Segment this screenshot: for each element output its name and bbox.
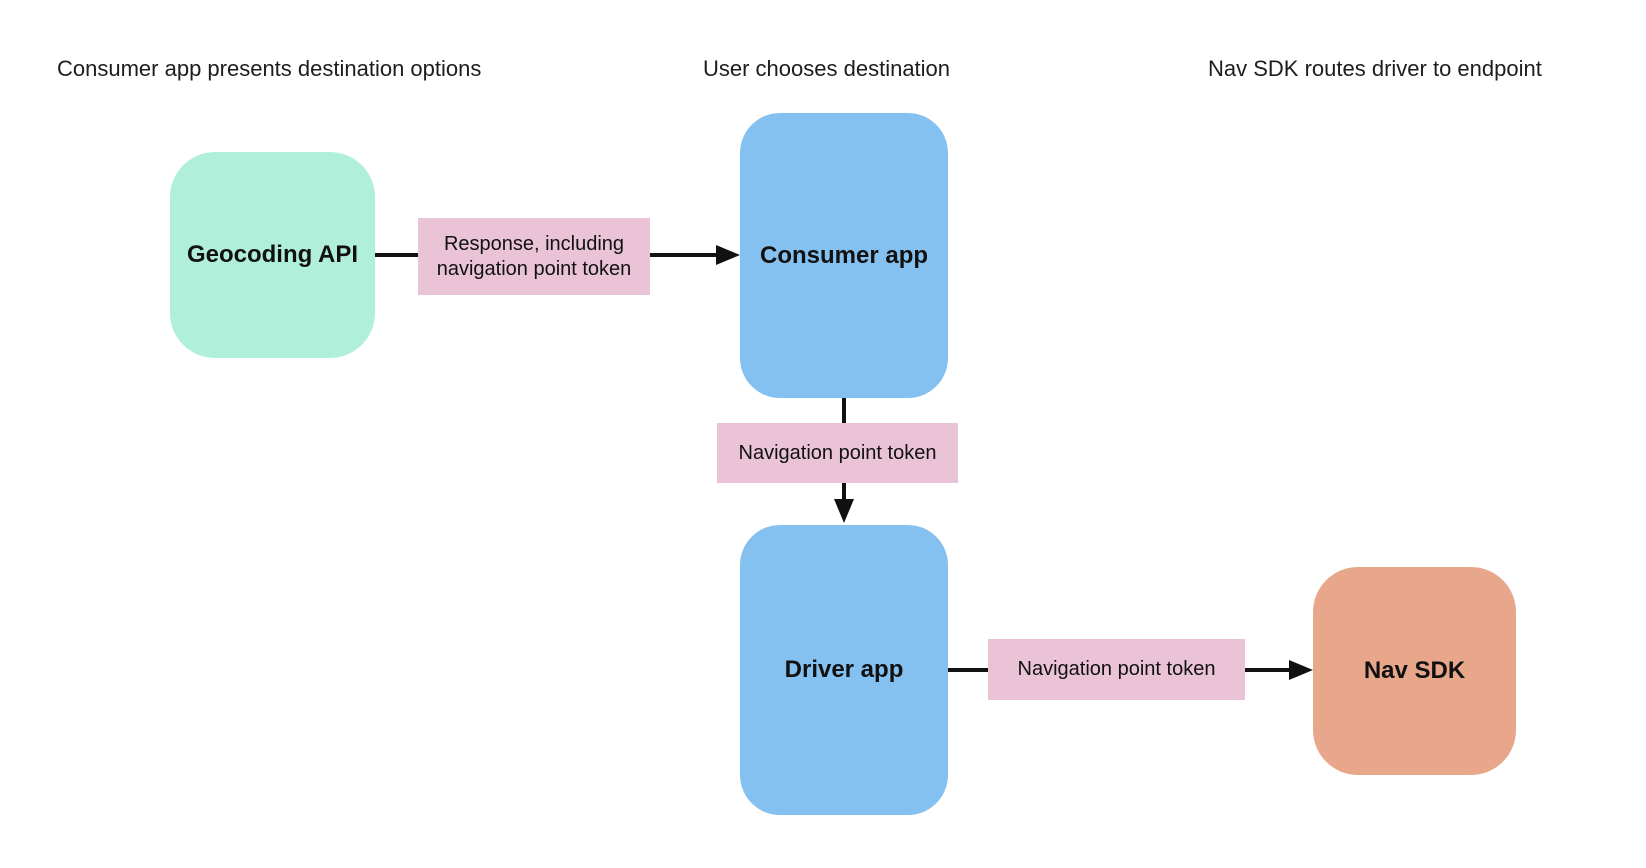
arrowhead-into-consumer-app [716, 245, 740, 265]
arrowhead-into-nav-sdk [1289, 660, 1313, 680]
node-driver-app-label: Driver app [784, 656, 904, 683]
phase-heading-consumer-presents: Consumer app presents destination option… [57, 56, 482, 81]
arrowhead-into-driver-app [834, 499, 854, 523]
phase-heading-user-chooses: User chooses destination [703, 56, 951, 81]
node-nav-sdk: Nav SDK [1313, 567, 1516, 775]
edge-label-response-including-token: Response, including navigation point tok… [418, 218, 650, 295]
connector-token-label-to-driver [842, 483, 846, 501]
edge-label-token-driver-to-sdk: Navigation point token [988, 639, 1245, 700]
node-geocoding-api: Geocoding API [170, 152, 375, 358]
connector-consumer-to-token-label [842, 398, 846, 423]
connector-geocoding-to-response-label [375, 253, 418, 257]
connector-token-label-to-nav-sdk [1245, 668, 1291, 672]
connector-driver-to-token-label [948, 668, 988, 672]
node-consumer-app: Consumer app [740, 113, 948, 398]
edge-label-token-consumer-to-driver: Navigation point token [717, 423, 958, 483]
phase-heading-nav-sdk-routes: Nav SDK routes driver to endpoint [1208, 56, 1542, 81]
node-driver-app: Driver app [740, 525, 948, 815]
connector-response-label-to-consumer [650, 253, 718, 257]
node-geocoding-api-label: Geocoding API [186, 241, 359, 268]
node-consumer-app-label: Consumer app [759, 241, 929, 269]
node-nav-sdk-label: Nav SDK [1363, 657, 1466, 684]
